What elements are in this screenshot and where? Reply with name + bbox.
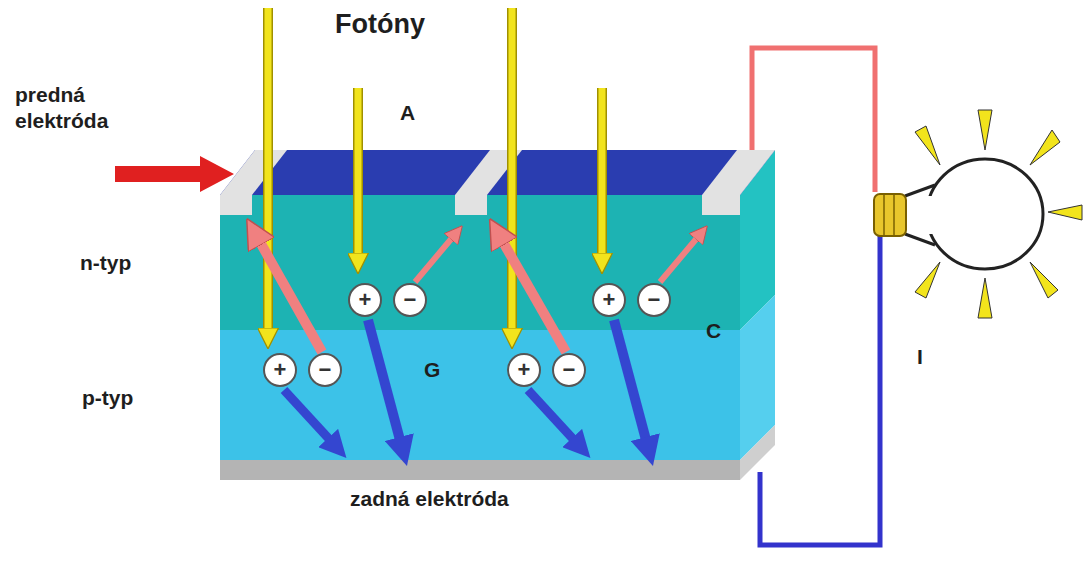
photon-arrow-outline — [507, 8, 517, 330]
charge-sign: + — [603, 289, 616, 311]
front-electrode-finger — [455, 195, 487, 215]
hole-arrow — [528, 390, 574, 440]
charge-sign: + — [359, 289, 372, 311]
callout-letter: I — [917, 344, 923, 370]
electron-arrow — [415, 238, 452, 282]
part-label: predná elektróda — [15, 82, 145, 135]
charge-circle: − — [637, 283, 671, 317]
bulb-neck-edge — [905, 234, 935, 245]
charge-circle: + — [592, 283, 626, 317]
charge-sign: − — [319, 359, 332, 381]
photon-arrow — [509, 8, 516, 330]
layer-label: n-typ — [80, 250, 131, 276]
callout-letter: A — [400, 100, 415, 126]
bulb-thread — [883, 195, 885, 235]
hole-arrow — [614, 320, 646, 440]
bulb-base — [874, 194, 906, 236]
bulb-thread — [893, 195, 895, 235]
bulb-glass — [927, 159, 1043, 269]
front-electrode-strip — [702, 150, 775, 195]
electron-arrow — [503, 242, 566, 352]
light-ray — [1030, 262, 1058, 298]
charge-sign: + — [274, 359, 287, 381]
layer-label: p-typ — [82, 385, 133, 411]
electron-arrow — [660, 238, 697, 282]
pointer-arrow — [115, 156, 234, 192]
photon-arrow-outline — [263, 8, 273, 330]
front-electrode-finger — [702, 195, 740, 215]
negative-wire — [760, 232, 880, 545]
bulb-neck — [905, 196, 935, 234]
charge-sign: − — [648, 289, 661, 311]
light-ray — [978, 110, 992, 150]
charge-sign: − — [404, 289, 417, 311]
light-bulb — [874, 110, 1082, 318]
photon-arrow-outline — [597, 88, 607, 255]
charge-circle: − — [552, 353, 586, 387]
charge-circle: + — [348, 283, 382, 317]
hole-arrow — [284, 390, 330, 440]
photon-arrow — [355, 88, 362, 255]
back-electrode-side — [740, 425, 775, 480]
anti-reflective-top — [220, 150, 775, 195]
hole-arrow — [368, 320, 400, 440]
front-electrode-finger — [220, 195, 252, 215]
light-ray — [915, 126, 940, 165]
photon-arrow — [599, 88, 606, 255]
heading-label: Fotóny — [335, 8, 425, 42]
light-ray — [915, 262, 940, 298]
light-ray — [978, 278, 992, 318]
light-ray — [1030, 130, 1060, 165]
callout-letter: C — [706, 318, 721, 344]
charge-circle: + — [507, 353, 541, 387]
photon-arrow-outline — [353, 88, 363, 255]
callout-letter: G — [424, 357, 440, 383]
electron-arrow — [260, 242, 322, 352]
p-type-layer — [220, 330, 740, 460]
part-label: zadná elektróda — [350, 486, 509, 512]
light-ray — [1048, 205, 1082, 220]
charge-sign: − — [563, 359, 576, 381]
charge-circle: + — [263, 353, 297, 387]
charge-sign: + — [518, 359, 531, 381]
back-electrode — [220, 460, 740, 480]
charge-circle: − — [308, 353, 342, 387]
bulb-neck-edge — [905, 185, 935, 196]
charge-circle: − — [393, 283, 427, 317]
photon-arrow — [265, 8, 272, 330]
